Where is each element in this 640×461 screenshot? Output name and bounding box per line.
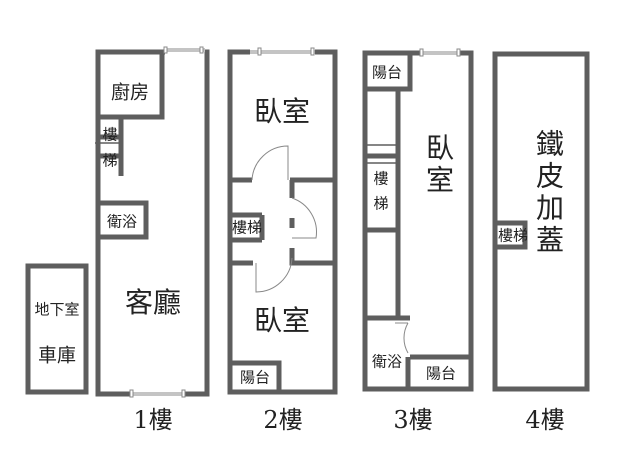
garage-label: 車庫 bbox=[37, 344, 77, 367]
window-frame bbox=[456, 48, 461, 57]
floor-4-label: 4樓 bbox=[525, 406, 565, 434]
door-swing[interactable] bbox=[255, 257, 293, 293]
balcony-label: 陽台 bbox=[371, 63, 403, 82]
balcony-label: 陽台 bbox=[425, 364, 457, 383]
bedroom-label: 臥室 bbox=[422, 133, 455, 197]
door-swing[interactable] bbox=[291, 197, 317, 239]
floor3-top-window bbox=[420, 51, 460, 55]
window-frame bbox=[199, 46, 204, 54]
window-frame bbox=[257, 47, 262, 56]
floor-3-label: 3樓 bbox=[393, 406, 433, 434]
floor2-inner-walls bbox=[230, 177, 335, 266]
stairs-label: 樓 bbox=[373, 169, 389, 188]
floor-1-label: 1樓 bbox=[133, 406, 173, 434]
window-frame bbox=[181, 389, 186, 398]
stairs-label: 樓 bbox=[102, 125, 118, 144]
door-swing[interactable] bbox=[395, 322, 409, 354]
balcony-label: 陽台 bbox=[239, 368, 271, 387]
stairs-label: 梯 bbox=[373, 194, 389, 213]
bedroom-label: 臥室 bbox=[253, 95, 311, 128]
living-room-label: 客廳 bbox=[124, 286, 182, 319]
floor1-bath-wall bbox=[95, 200, 149, 240]
bedroom-label: 臥室 bbox=[253, 304, 311, 337]
floor-2-label: 2樓 bbox=[263, 406, 303, 434]
floor2-balcony-wall bbox=[227, 360, 282, 395]
floor2-outline bbox=[227, 49, 338, 395]
window-frame bbox=[163, 46, 168, 54]
rooftop-addition-label: 鐵皮加蓋 bbox=[532, 129, 565, 257]
basement-outline bbox=[25, 263, 89, 395]
stairs-label: 樓梯 bbox=[497, 226, 529, 245]
door-swing[interactable] bbox=[251, 145, 289, 181]
stairs-label: 樓梯 bbox=[231, 218, 263, 237]
stairs-label: 梯 bbox=[102, 151, 118, 170]
window-frame bbox=[129, 389, 134, 398]
bathroom-label: 衛浴 bbox=[106, 212, 138, 231]
floor3-outline bbox=[362, 50, 474, 392]
basement-label: 地下室 bbox=[34, 300, 80, 319]
window-frame bbox=[310, 47, 315, 56]
floor1-kitchen-wall bbox=[95, 49, 165, 120]
window-frame bbox=[419, 48, 424, 57]
stair-lines bbox=[95, 142, 398, 164]
floor4-stair-wall bbox=[492, 220, 528, 250]
bathroom-label: 衛浴 bbox=[371, 352, 403, 371]
floor1-stair-wall bbox=[98, 117, 124, 176]
kitchen-label: 廚房 bbox=[110, 81, 150, 104]
floor1-bottom-window bbox=[130, 392, 185, 396]
floor1-top-window bbox=[165, 48, 205, 52]
floor3-inner-walls bbox=[365, 53, 471, 389]
